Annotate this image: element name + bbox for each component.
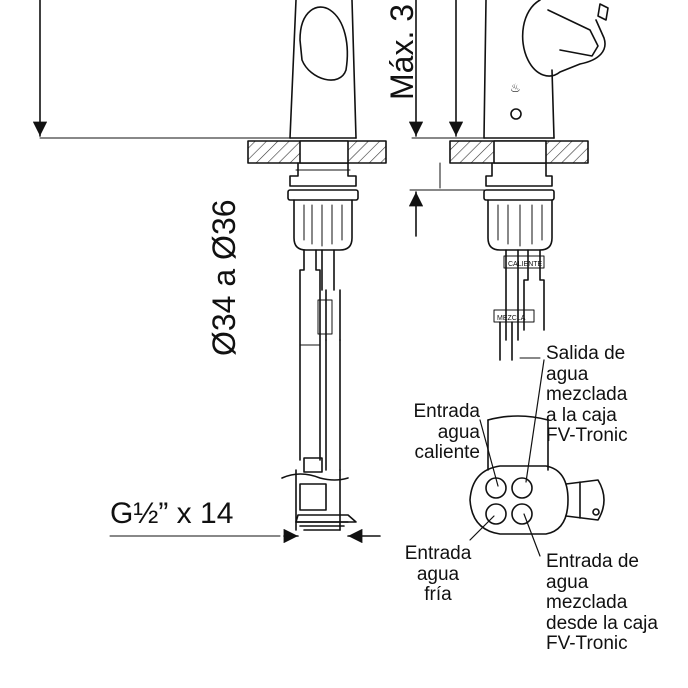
top-view-detail (469, 415, 605, 535)
label-mixed-outlet: Salida de agua mezclada a la caja FV-Tro… (546, 343, 628, 447)
label-cold-inlet: Entrada agua fría (404, 543, 472, 606)
hole-diameter-label: Ø34 a Ø36 (206, 199, 242, 356)
left-fixing-nut (287, 162, 359, 251)
label-hot-inlet: Entrada agua caliente (413, 401, 480, 464)
label-mixed-inlet: Entrada de agua mezclada desde la caja F… (546, 551, 658, 655)
left-hoses (299, 249, 341, 471)
right-countertop (449, 140, 589, 164)
right-hoses (493, 249, 545, 361)
right-faucet-body: ♨ (483, 0, 609, 139)
thread-label: G½” x 14 (110, 497, 234, 530)
right-fixing-nut (483, 162, 555, 251)
right-lower-dimension (408, 162, 489, 237)
leader-lines (469, 359, 545, 557)
hose-tag-mezcla: MEZCLA (497, 315, 526, 322)
left-faucet-body (289, 0, 357, 139)
left-bottom-fitting (281, 457, 357, 531)
left-height-dimension (32, 0, 291, 139)
sensor-symbol: ♨ (510, 81, 521, 95)
max-height-label: Máx. 3 (384, 3, 420, 100)
right-height-dimension (408, 0, 485, 139)
left-countertop (247, 140, 387, 164)
hose-tag-caliente: CALIENTE (508, 261, 543, 268)
